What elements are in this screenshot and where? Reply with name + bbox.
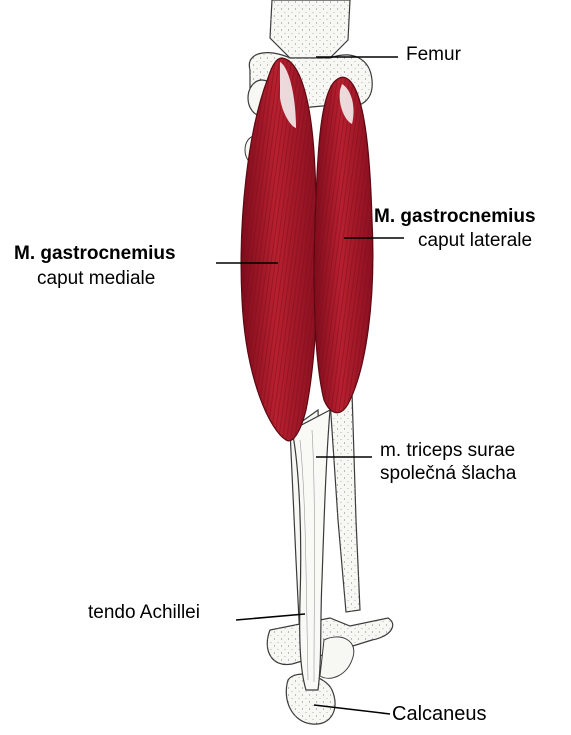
foot <box>267 618 393 678</box>
label-triceps-line2: společná šlacha <box>380 463 516 485</box>
lateral-head-muscle <box>314 77 373 412</box>
label-femur: Femur <box>406 44 461 66</box>
label-gastro-medial-sub: caput mediale <box>37 268 155 290</box>
label-gastro-lateral-sub: caput laterale <box>418 230 532 252</box>
tendo-leader-line <box>236 614 305 620</box>
label-tendo-achillei: tendo Achillei <box>88 602 200 624</box>
label-gastro-lateral-title: M. gastrocnemius <box>374 206 536 228</box>
medial-head-muscle <box>241 58 317 441</box>
label-triceps-line1: m. triceps surae <box>380 440 515 462</box>
label-calcaneus: Calcaneus <box>392 703 487 725</box>
label-gastro-medial-title: M. gastrocnemius <box>14 243 176 265</box>
